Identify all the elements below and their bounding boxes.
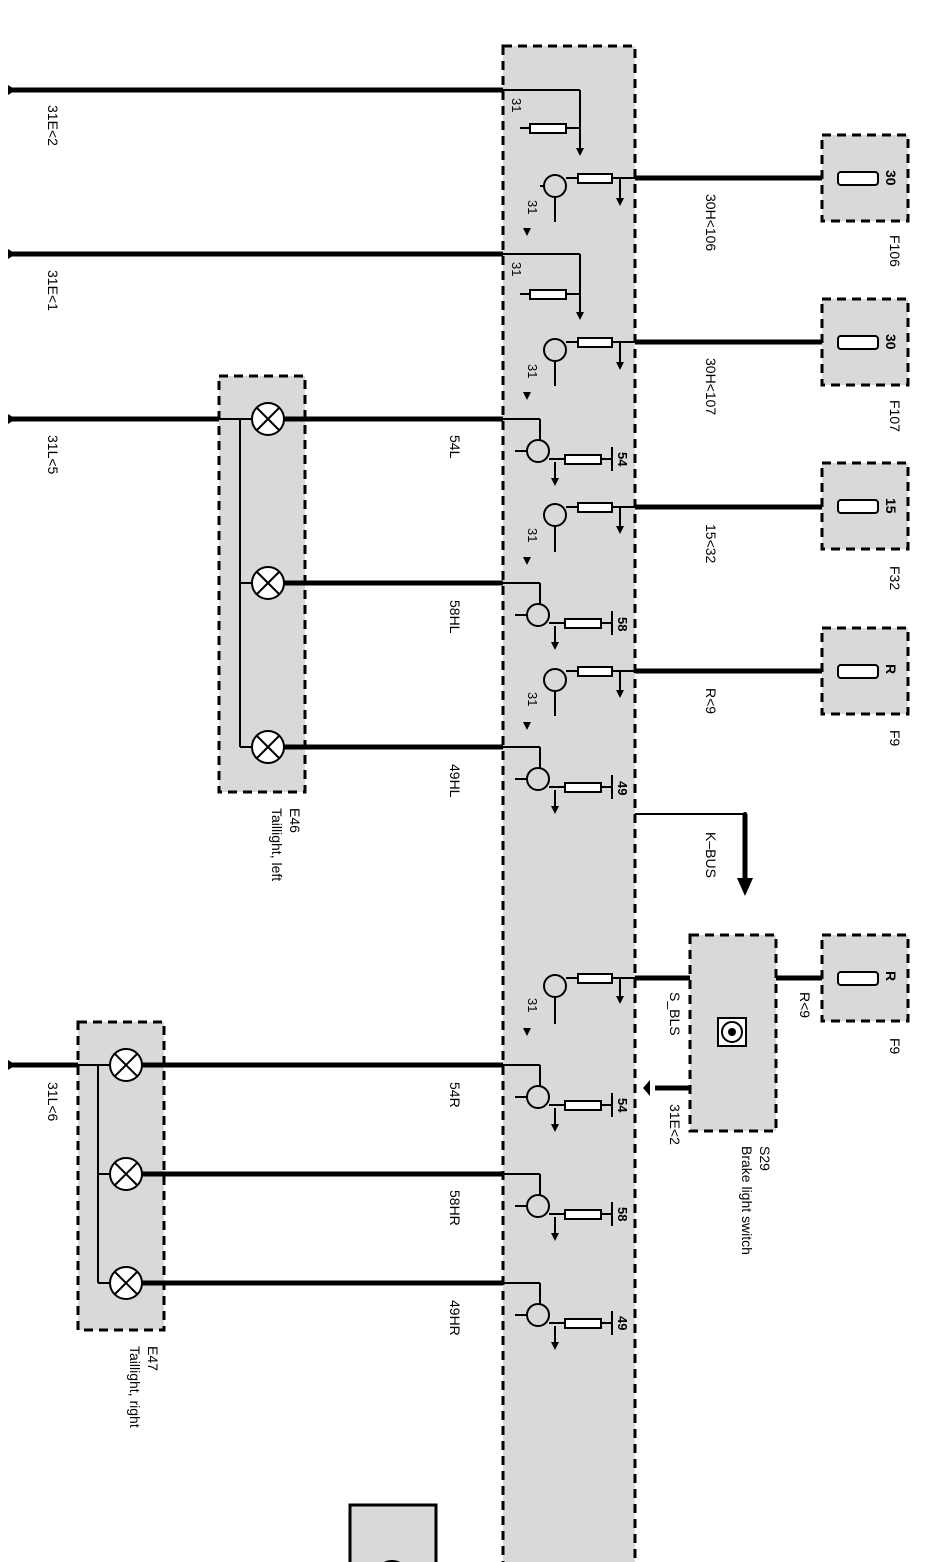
pin-31-r9: 31	[525, 692, 540, 706]
lamp-icon	[109, 1157, 143, 1191]
label-r9: R<9	[703, 688, 719, 714]
supply-circuit-15-32: 31 15<32	[523, 502, 822, 565]
pin-31-30h106: 31	[525, 200, 540, 214]
label-s-bls: S_BLS	[667, 992, 683, 1036]
ground-wire-31l5: 31L<5	[8, 414, 220, 475]
pin-31-b: 31	[509, 262, 524, 276]
wire-49hl: 49HL	[284, 744, 541, 798]
wire-58hl: 58HL	[284, 580, 541, 634]
e47-name: Taillight, right	[127, 1346, 143, 1428]
fuse-f107-label: F107	[887, 400, 903, 432]
fuse-f32-label: F32	[887, 566, 903, 590]
e46-name: Taillight, left	[269, 808, 285, 881]
label-31l6: 31L<6	[45, 1082, 61, 1122]
lamp-icon	[109, 1048, 143, 1082]
fuse-f106-pin: 30	[883, 170, 899, 186]
output-driver-49hl: 49	[515, 767, 630, 814]
e46-id: E46	[287, 808, 303, 833]
bottom-lamp-partial	[348, 1503, 438, 1562]
output-driver-54l: 54	[515, 439, 630, 486]
supply-circuit-30h106: 31 30H<106	[523, 173, 822, 251]
supply-circuit-s-bls: 31 S_BLS	[523, 973, 690, 1036]
label-31l5: 31L<5	[45, 435, 61, 475]
pin-54-left: 54	[615, 452, 630, 467]
label-r9-switch: R<9	[797, 992, 813, 1018]
taillight-right-e47: E47 Taillight, right	[76, 1020, 166, 1428]
fuse-f9-bottom: R F9	[820, 933, 910, 1055]
label-58hr: 58HR	[447, 1190, 463, 1226]
ground-wire-31e2: 31E<2	[8, 85, 503, 146]
fuse-f9-bottom-pin: R	[883, 971, 899, 981]
ground-wire-31e1: 31E<1	[8, 249, 503, 311]
fuse-f9-top-pin: R	[883, 664, 899, 674]
pin-49-left: 49	[615, 781, 630, 795]
lamp-icon	[251, 566, 285, 600]
label-31e2: 31E<2	[45, 105, 61, 146]
label-58hl: 58HL	[447, 600, 463, 634]
fuse-f9-top-label: F9	[887, 730, 903, 747]
module-ground-31-a: 31	[503, 89, 584, 156]
wire-58hr: 58HR	[142, 1171, 541, 1226]
output-driver-49hr: 49	[515, 1303, 630, 1350]
fuse-f9-bottom-label: F9	[887, 1038, 903, 1055]
pin-31-30h107: 31	[525, 364, 540, 378]
fuse-f106: 30 F106	[820, 133, 910, 267]
taillight-left-e46: E46 Taillight, left	[217, 374, 307, 881]
fuse-f107-pin: 30	[883, 334, 899, 350]
label-15-32: 15<32	[703, 524, 719, 564]
fuse-f32: 15 F32	[820, 461, 910, 590]
label-54r: 54R	[447, 1082, 463, 1108]
pin-31-a: 31	[509, 98, 524, 112]
fuse-f32-pin: 15	[883, 498, 899, 514]
label-49hr: 49HR	[447, 1300, 463, 1336]
module-ground-31-b: 31	[503, 253, 584, 320]
label-54l: 54L	[447, 435, 463, 459]
output-driver-54r: 54	[515, 1085, 630, 1132]
e47-id: E47	[145, 1346, 161, 1371]
label-49hl: 49HL	[447, 764, 463, 798]
wire-49hr: 49HR	[142, 1280, 541, 1336]
fuse-f9-top: R F9	[820, 626, 910, 747]
control-module-box	[501, 44, 637, 1562]
supply-circuit-30h107: 31 30H<107	[523, 337, 822, 415]
pin-49-right: 49	[615, 1316, 630, 1330]
wire-54l: 54L	[284, 416, 541, 459]
label-k-bus: K–BUS	[703, 832, 719, 878]
pin-58-right: 58	[615, 1207, 630, 1221]
lamp-icon	[251, 730, 285, 764]
pin-31-s-bls: 31	[525, 998, 540, 1012]
lamp-icon	[251, 402, 285, 436]
s29-id: S29	[757, 1146, 773, 1171]
supply-circuit-r9: 31 R<9	[523, 666, 822, 730]
pin-54-right: 54	[615, 1098, 630, 1113]
output-driver-58hl: 58	[515, 603, 630, 650]
label-31e2-switch: 31E<2	[667, 1104, 683, 1145]
wire-54r: 54R	[142, 1062, 541, 1108]
output-driver-58hr: 58	[515, 1194, 630, 1241]
fuse-f107: 30 F107	[820, 297, 910, 432]
s29-name: Brake light switch	[739, 1146, 755, 1255]
lamp-icon	[109, 1266, 143, 1300]
fuse-f106-label: F106	[887, 235, 903, 267]
pin-58-left: 58	[615, 617, 630, 631]
label-30h106: 30H<106	[703, 194, 719, 251]
k-bus-connection: K–BUS	[635, 812, 753, 896]
pin-31-15-32: 31	[525, 528, 540, 542]
label-31e1: 31E<1	[45, 270, 61, 311]
ground-wire-31l6: 31L<6	[8, 1060, 78, 1122]
brake-light-switch-s29: R<9 31E<2 S29 Brake light switch	[643, 933, 822, 1255]
label-30h107: 30H<107	[703, 358, 719, 415]
